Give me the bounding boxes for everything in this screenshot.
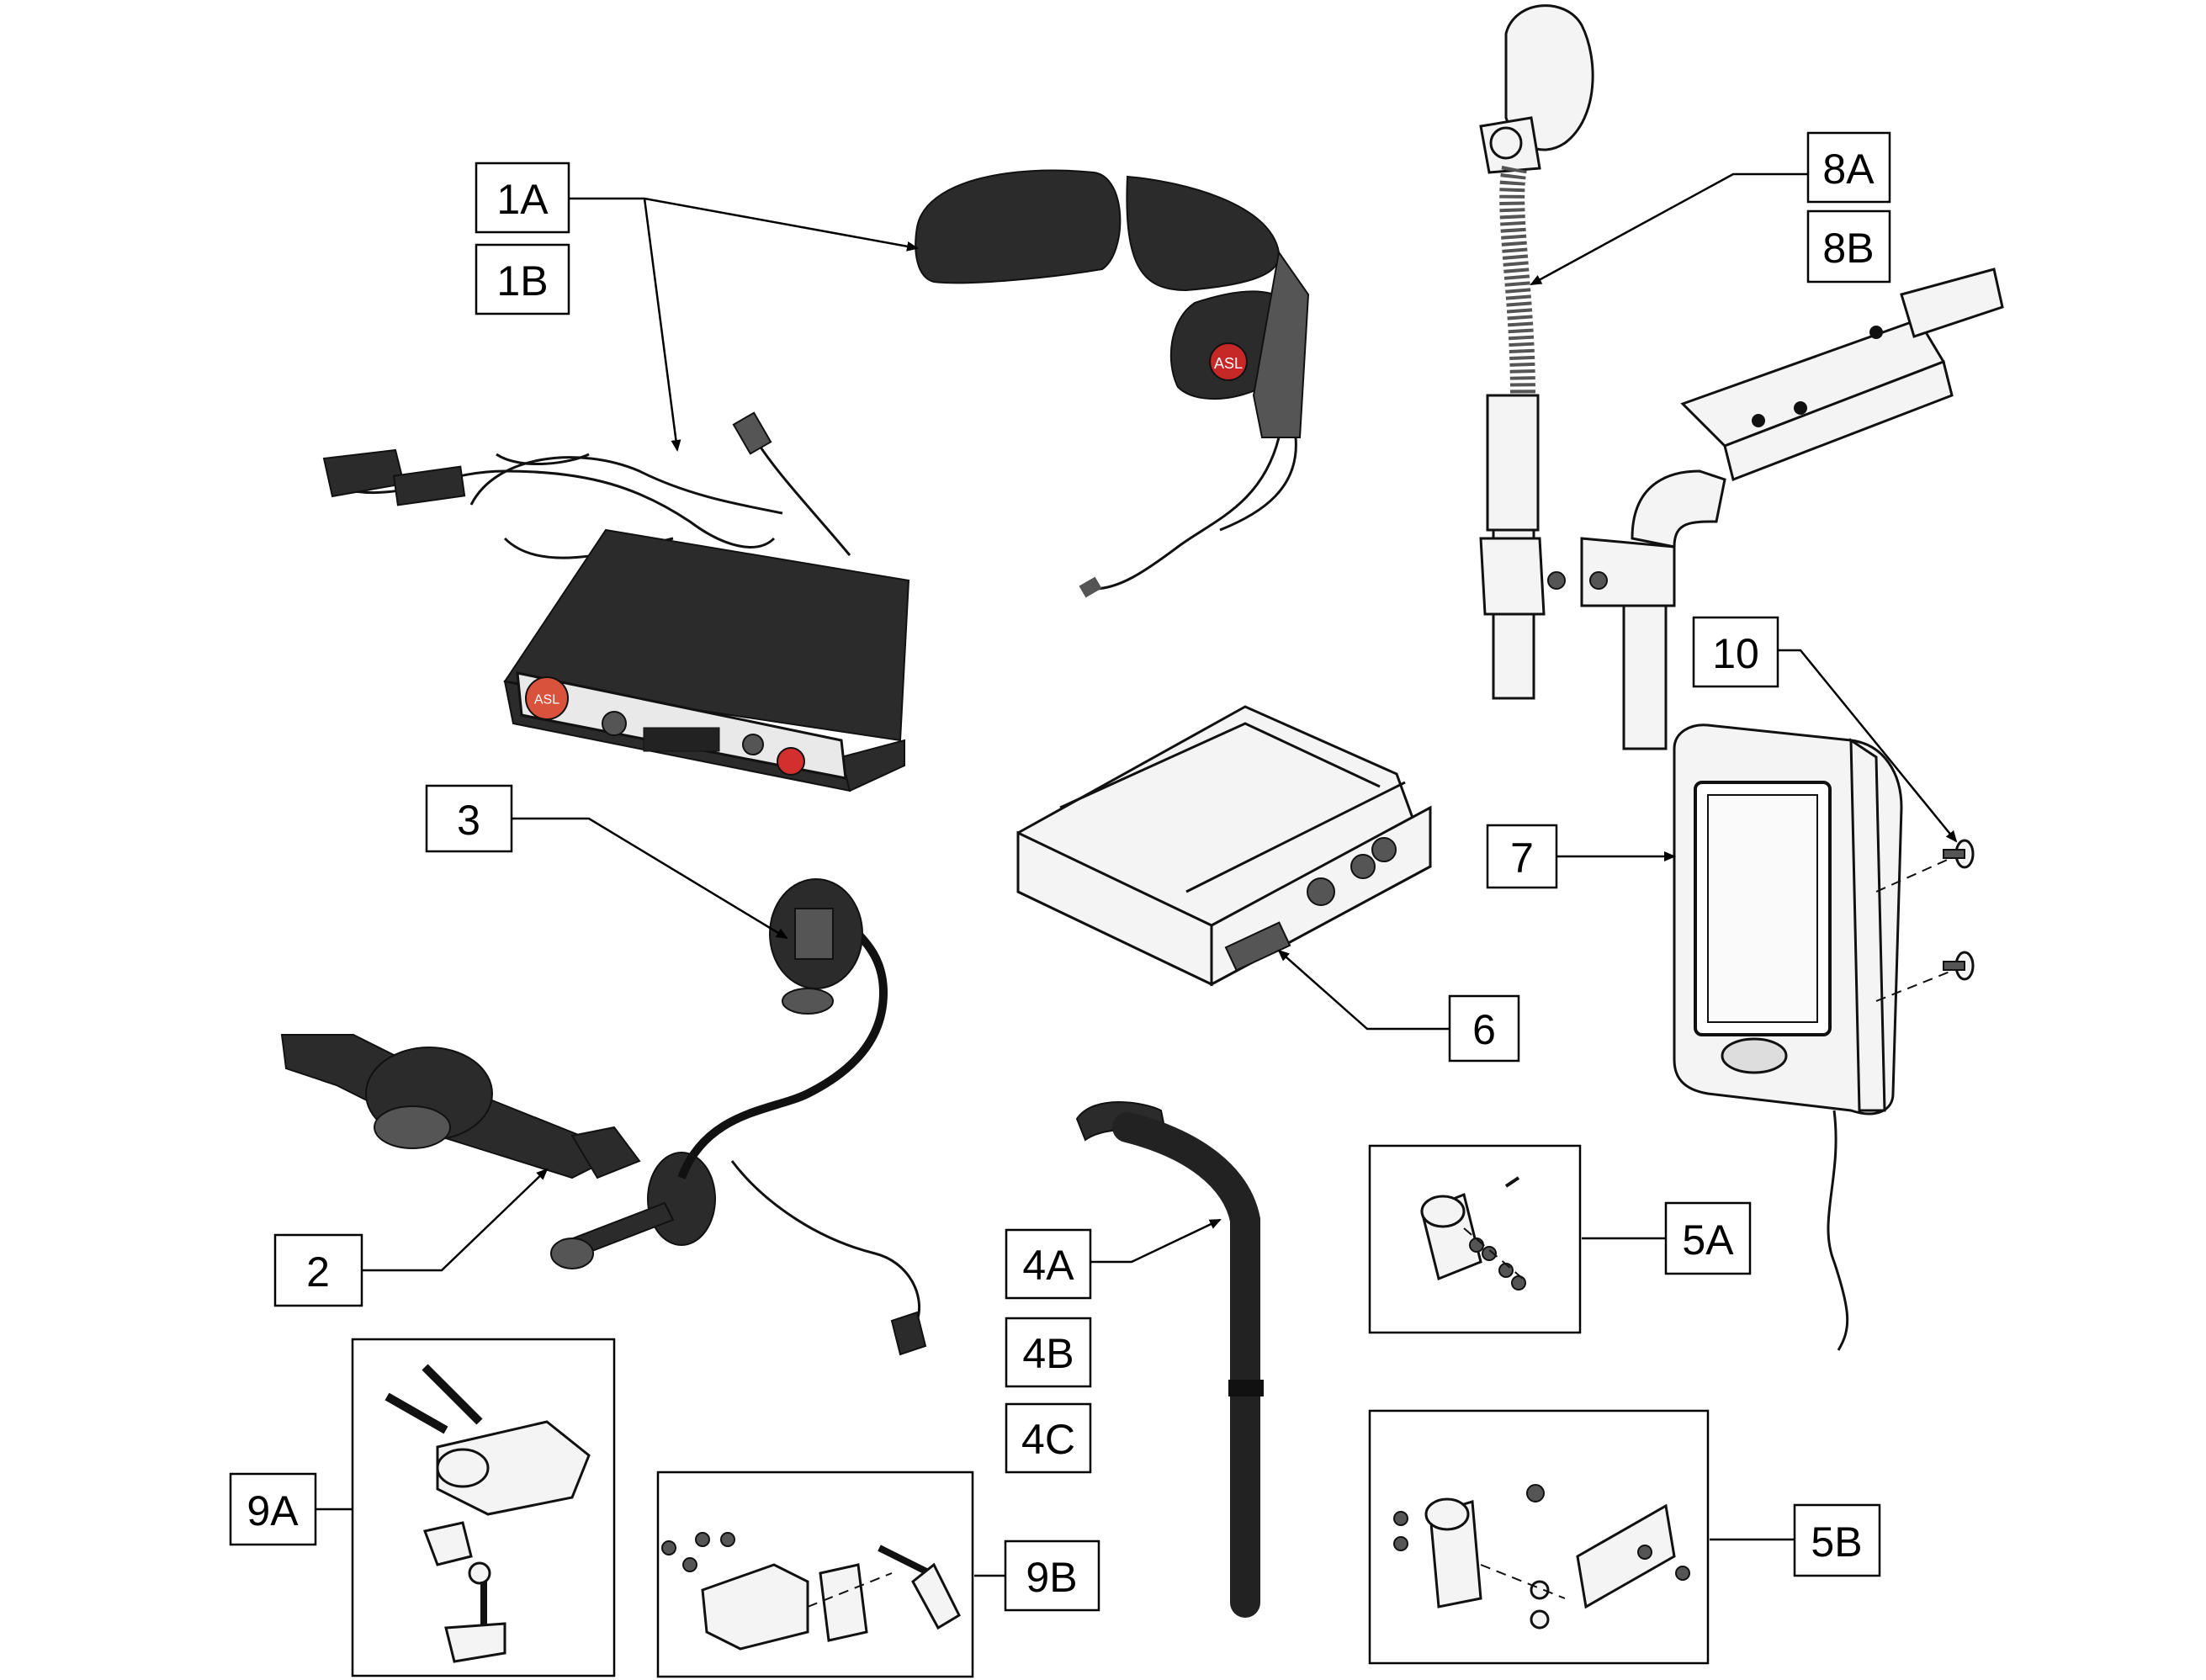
kit-9b-frame xyxy=(656,1471,974,1678)
mounting-tube-part xyxy=(1075,1101,1264,1618)
svg-text:8A: 8A xyxy=(1822,146,1875,193)
gooseneck-mount-part xyxy=(1479,4,2004,750)
svg-text:4B: 4B xyxy=(1022,1330,1074,1377)
kit-9a-frame xyxy=(351,1338,616,1677)
svg-text:9A: 9A xyxy=(247,1487,299,1534)
bracket-kit-5b-part xyxy=(1393,1484,1690,1630)
callout-3: 3 xyxy=(425,784,513,853)
kit-5a-frame xyxy=(1368,1144,1582,1334)
callout-2: 2 xyxy=(273,1233,363,1307)
svg-text:1B: 1B xyxy=(496,257,548,305)
leader-lines xyxy=(316,172,1958,1577)
svg-text:10: 10 xyxy=(1712,630,1759,677)
svg-text:4C: 4C xyxy=(1021,1416,1075,1463)
callout-7: 7 xyxy=(1486,824,1558,889)
callout-9a: 9A xyxy=(229,1472,317,1546)
callout-4a: 4A xyxy=(1005,1228,1092,1300)
callout-4b: 4B xyxy=(1005,1317,1092,1388)
callout-10: 10 xyxy=(1692,616,1779,688)
module-box-part xyxy=(1016,705,1432,987)
leader-6 xyxy=(1277,949,1450,1031)
switch-mount-part xyxy=(769,878,863,1015)
clamp-assembly-9a-part xyxy=(384,1364,591,1663)
callout-1b: 1B xyxy=(475,243,570,315)
svg-text:5A: 5A xyxy=(1682,1216,1734,1264)
leader-4a xyxy=(1090,1218,1222,1264)
asl-logo-box xyxy=(525,676,569,720)
svg-text:2: 2 xyxy=(306,1248,330,1296)
callout-5b: 5B xyxy=(1793,1503,1881,1577)
svg-text:ASL: ASL xyxy=(1214,355,1243,372)
svg-text:7: 7 xyxy=(1510,835,1534,882)
asl-logo-headrest xyxy=(1209,342,1248,381)
lever-clamp-9b-part xyxy=(661,1532,961,1651)
leader-10 xyxy=(1778,649,1958,843)
leader-2 xyxy=(362,1168,549,1272)
leader-1a-box xyxy=(643,198,681,452)
svg-text:1A: 1A xyxy=(496,176,549,223)
clamp-kit-5a-part xyxy=(1420,1176,1526,1290)
control-box-part: ASL xyxy=(322,411,910,792)
kit-5b-frame xyxy=(1368,1409,1710,1665)
display-part xyxy=(1673,723,1903,1351)
svg-text:9B: 9B xyxy=(1026,1554,1077,1601)
svg-text:6: 6 xyxy=(1472,1006,1496,1053)
callout-6: 6 xyxy=(1448,994,1520,1063)
screws-part xyxy=(1875,839,1975,1002)
svg-text:4A: 4A xyxy=(1022,1242,1074,1289)
callout-8a: 8A xyxy=(1806,131,1891,204)
svg-text:3: 3 xyxy=(457,797,480,844)
leader-8a xyxy=(1530,172,1808,286)
callout-5a: 5A xyxy=(1664,1201,1752,1275)
svg-text:5B: 5B xyxy=(1811,1518,1862,1566)
mounting-arm-part xyxy=(280,922,927,1356)
headrest-part: ASL xyxy=(915,169,1310,598)
callout-9b: 9B xyxy=(1004,1540,1100,1612)
callout-1a: 1A xyxy=(475,162,570,234)
leader-3 xyxy=(512,817,788,940)
callout-4c: 4C xyxy=(1005,1402,1092,1474)
leader-1a-headrest xyxy=(569,197,919,252)
svg-text:ASL: ASL xyxy=(534,693,559,708)
svg-text:8B: 8B xyxy=(1822,225,1874,272)
callout-8b: 8B xyxy=(1806,209,1891,284)
